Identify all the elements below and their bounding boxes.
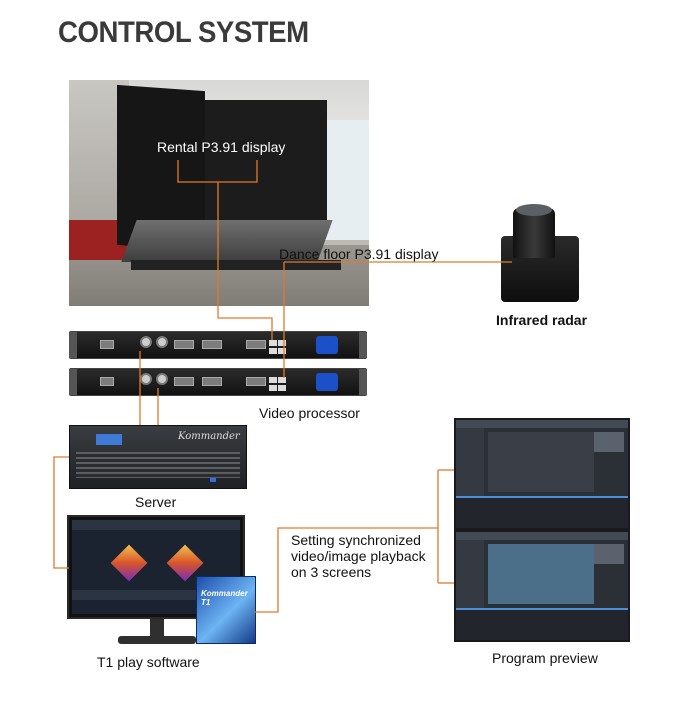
dance-floor-label: Dance floor P3.91 display (279, 246, 439, 262)
video-processor-unit-1 (69, 331, 367, 359)
monitor-stand-neck (150, 619, 164, 637)
radar-sensor-head (513, 208, 555, 258)
setting-description: Setting synchronized video/image playbac… (291, 532, 426, 580)
setting-line-3: on 3 screens (291, 564, 372, 580)
software-to-preview-line (254, 527, 438, 613)
t1-software-box: Kommander T1 (196, 576, 256, 644)
server-brand-text: Kommander (178, 431, 240, 442)
rental-bracket-line (177, 160, 258, 183)
video-processor-label: Video processor (259, 405, 360, 421)
room-photo (69, 80, 369, 306)
rental-to-processor-line (217, 182, 273, 340)
t1-software-label: T1 play software (97, 654, 200, 670)
t1-box-brand: Kommander T1 (201, 589, 248, 607)
page-title: CONTROL SYSTEM (58, 16, 309, 49)
server-label: Server (135, 494, 177, 510)
video-processor-unit-2 (69, 368, 367, 396)
setting-line-2: video/image playback (291, 548, 426, 564)
rental-display-label: Rental P3.91 display (157, 139, 286, 155)
monitor-stand-foot (118, 636, 196, 644)
program-preview-label: Program preview (492, 650, 598, 666)
setting-line-1: Setting synchronized (291, 532, 421, 548)
infrared-radar-label: Infrared radar (496, 312, 588, 328)
radar-sensor-top (516, 204, 552, 216)
program-preview-window-2 (454, 530, 630, 642)
server-to-monitor-line (53, 456, 69, 569)
program-preview-window-1 (454, 418, 630, 530)
server-device: Kommander (69, 425, 247, 489)
